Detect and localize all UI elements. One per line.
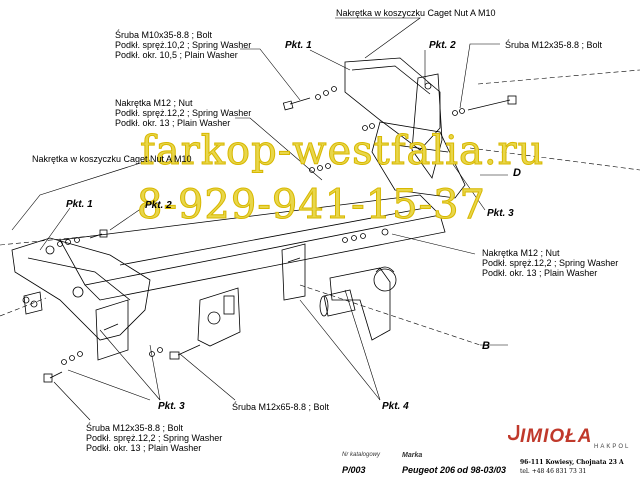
- top-bracket-left: [344, 57, 441, 151]
- bolts: [43, 95, 517, 383]
- callout-line: Podkł. okr. 10,5 ; Plain Washer: [115, 50, 238, 60]
- main-crossbeam: [59, 194, 446, 301]
- model-value: Peugeot 206: [402, 465, 456, 475]
- callout-line: Podkł. spręż.12,2 ; Spring Washer: [86, 433, 223, 443]
- manufacturer-phone: tel. +48 46 831 73 31: [520, 468, 587, 475]
- catalog-number-label: Nr katalogowy: [342, 452, 381, 458]
- top-bracket-right: [411, 73, 443, 179]
- ball-mount-bracket: [281, 243, 391, 341]
- callout-bolt-top-right: Śruba M12x35-8.8 ; Bolt: [505, 40, 603, 50]
- callout-line: Podkł. spręż.12,2 ; Spring Washer: [115, 108, 252, 118]
- callout-line: Nakrętka M12 ; Nut: [115, 98, 193, 108]
- callout-bolt-top-left: Śruba M10x35-8.8 ; Bolt Podkł. spręż.10,…: [115, 30, 251, 60]
- point-label-1-left: Pkt. 1: [66, 199, 93, 210]
- logo-brand-sub: HAKPOL: [594, 444, 631, 450]
- logo-brand-name: IMIOŁA: [520, 426, 593, 447]
- watermark-phone: 8-929-941-15-37: [136, 182, 487, 229]
- tow-ball: [373, 266, 397, 292]
- watermark-website: farkop-westfalia.ru: [139, 128, 545, 175]
- callout-nut-left: Nakrętka w koszyczku Caget Nut A M10: [32, 154, 192, 164]
- callout-line: Nakrętka M12 ; Nut: [482, 248, 560, 258]
- callout-bolt-bottom-mid: Śruba M12x65-8.8 ; Bolt: [232, 402, 330, 412]
- electric-socket-plate: [197, 287, 241, 347]
- point-label-3-right: Pkt. 3: [487, 208, 514, 219]
- centre-lines: [0, 69, 640, 346]
- callout-line: Podkł. okr. 13 ; Plain Washer: [86, 443, 202, 453]
- point-label-4-bottom: Pkt. 4: [382, 401, 409, 412]
- callout-line: Podkł. okr. 13 ; Plain Washer: [115, 118, 231, 128]
- left-edge-bracket: [23, 291, 43, 315]
- logo-hook-icon: [508, 425, 520, 441]
- callout-line: Podkł. spręż.10,2 ; Spring Washer: [115, 40, 252, 50]
- callout-line: Podkł. spręż.12,2 ; Spring Washer: [482, 258, 619, 268]
- callout-nut-mid-left: Nakrętka M12 ; Nut Podkł. spręż.12,2 ; S…: [115, 98, 251, 128]
- detachable-neck: [319, 289, 356, 317]
- callout-bolt-bottom-left: Śruba M12x35-8.8 ; Bolt Podkł. spręż.12,…: [86, 423, 222, 453]
- brand-label: Marka: [402, 452, 423, 459]
- callout-line: Podkł. okr. 13 ; Plain Washer: [482, 268, 598, 278]
- point-label-2-top: Pkt. 2: [429, 40, 456, 51]
- callout-line: Śruba M10x35-8.8 ; Bolt: [115, 30, 213, 40]
- callout-nut-right: Nakrętka M12 ; Nut Podkł. spręż.12,2 ; S…: [482, 248, 618, 278]
- callout-nut-top: Nakrętka w koszyczku Caget Nut A M10: [336, 8, 496, 18]
- direction-letter-b: B: [482, 340, 490, 352]
- side-arm-left: [11, 237, 151, 341]
- side-arm-right: [371, 121, 466, 199]
- manufacturer-address: 96-111 Kowiesy, Chojnata 23 A: [520, 459, 624, 466]
- year-range-value: od 98-03/03: [457, 465, 507, 475]
- left-clamp-plate: [95, 299, 129, 361]
- direction-letter-d: D: [513, 167, 521, 179]
- callout-line: Śruba M12x35-8.8 ; Bolt: [86, 423, 184, 433]
- catalog-number-value: P/003: [342, 465, 366, 475]
- point-label-2-left: Pkt. 2: [145, 200, 172, 211]
- point-label-1-top: Pkt. 1: [285, 40, 312, 51]
- leader-lines: [11, 17, 508, 421]
- point-label-3-bottom: Pkt. 3: [158, 401, 185, 412]
